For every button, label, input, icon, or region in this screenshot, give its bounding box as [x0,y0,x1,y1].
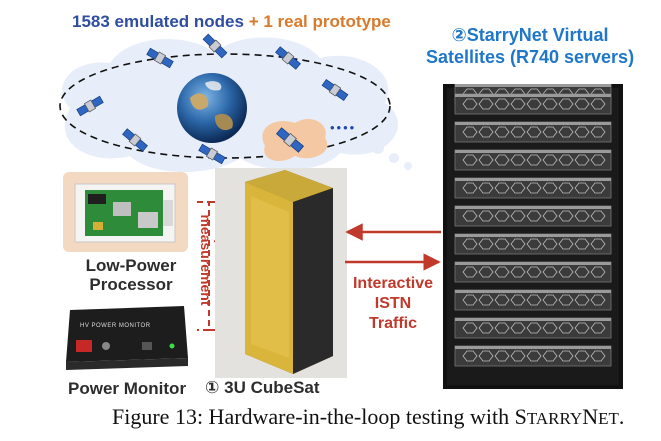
server-unit [454,261,612,283]
virtual-satellites-label: ②StarryNet Virtual Satellites (R740 serv… [410,24,650,68]
satellite-icon [201,32,229,60]
figure-caption: Figure 13: Hardware-in-the-loop testing … [112,404,624,430]
power-monitor-label: Power Monitor [68,379,187,398]
server-unit [454,121,612,143]
satellite-icon [197,142,227,166]
server-unit [454,233,612,255]
power-monitor-photo [62,300,192,372]
caption-mid: N [582,404,599,429]
server-unit [454,345,612,367]
processor-line2: Processor [89,275,173,294]
server-unit [454,317,612,339]
caption-suffix: . [618,404,625,429]
server-unit [454,205,612,227]
prototype-text: 1 real prototype [263,12,391,31]
server-unit [454,93,612,115]
traffic-arrows [345,223,441,271]
satellite-icon [75,94,105,118]
traffic-line2: ISTN [374,295,412,312]
server-unit [454,289,612,311]
processor-photo [63,172,188,252]
satellite-icon [145,46,175,70]
constellation-label: 1583 emulated nodes + 1 real prototype [72,12,391,32]
virtual-satellites-line2: Satellites (R740 servers) [425,47,635,67]
satellite-icons [75,32,349,166]
server-unit [454,177,612,199]
caption-prefix: Figure 13: Hardware-in-the-loop testing … [112,404,527,429]
server-rack-photo [443,84,623,389]
satellite-icon [274,45,302,71]
ellipsis-dots: •••• [330,120,357,135]
traffic-label: Interactive ISTN Traffic [340,274,446,334]
thought-bubbles [372,142,412,170]
traffic-line3: Traffic [368,315,417,332]
caption-smallcaps-1: TARRY [526,409,583,428]
cubesat-photo [215,168,347,378]
cubesat-label: ① 3U CubeSat [205,378,320,397]
power-line2: measurement [198,214,214,306]
virtual-satellites-line1: ②StarryNet Virtual [451,25,609,45]
power-monitor-device-text: HV POWER MONITOR [80,323,151,329]
server-unit [454,149,612,171]
processor-line1: Low-Power [85,256,177,275]
satellite-icon [321,78,349,102]
processor-label: Low-Power Processor [66,256,196,294]
earth-icon [177,73,247,143]
plus-text: + [243,12,264,31]
emulated-nodes-text: 1583 emulated nodes [72,12,244,31]
traffic-line1: Interactive [352,275,434,292]
satellite-icon [275,126,305,154]
satellite-icon [121,127,149,153]
caption-smallcaps-2: ET [598,409,619,428]
